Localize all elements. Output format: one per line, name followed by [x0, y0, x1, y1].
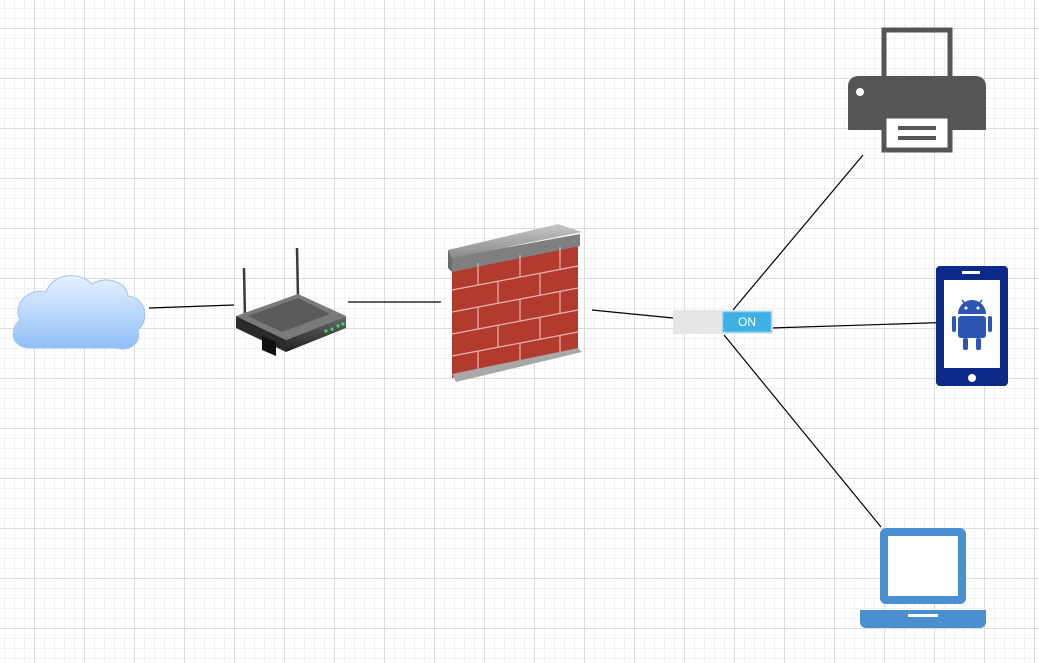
toggle-switch-icon[interactable]: ON [673, 310, 773, 334]
edge-firewall-switch[interactable] [591, 309, 674, 319]
switch-on-indicator[interactable] [722, 311, 772, 333]
cloud-icon[interactable] [12, 275, 146, 350]
printer-icon[interactable] [848, 27, 986, 153]
edge-switch-mobile[interactable] [770, 321, 959, 329]
firewall-icon[interactable] [448, 224, 582, 382]
switch-state-label: ON [738, 315, 756, 329]
edge-switch-printer[interactable] [732, 154, 864, 311]
edge-switch-laptop[interactable] [723, 334, 882, 528]
edge-cloud-router[interactable] [148, 304, 235, 309]
laptop-icon[interactable] [860, 528, 986, 628]
connectors [148, 154, 959, 528]
wireless-router-icon[interactable] [236, 247, 346, 356]
android-phone-icon[interactable] [936, 266, 1008, 386]
android-robot-icon [952, 299, 992, 350]
